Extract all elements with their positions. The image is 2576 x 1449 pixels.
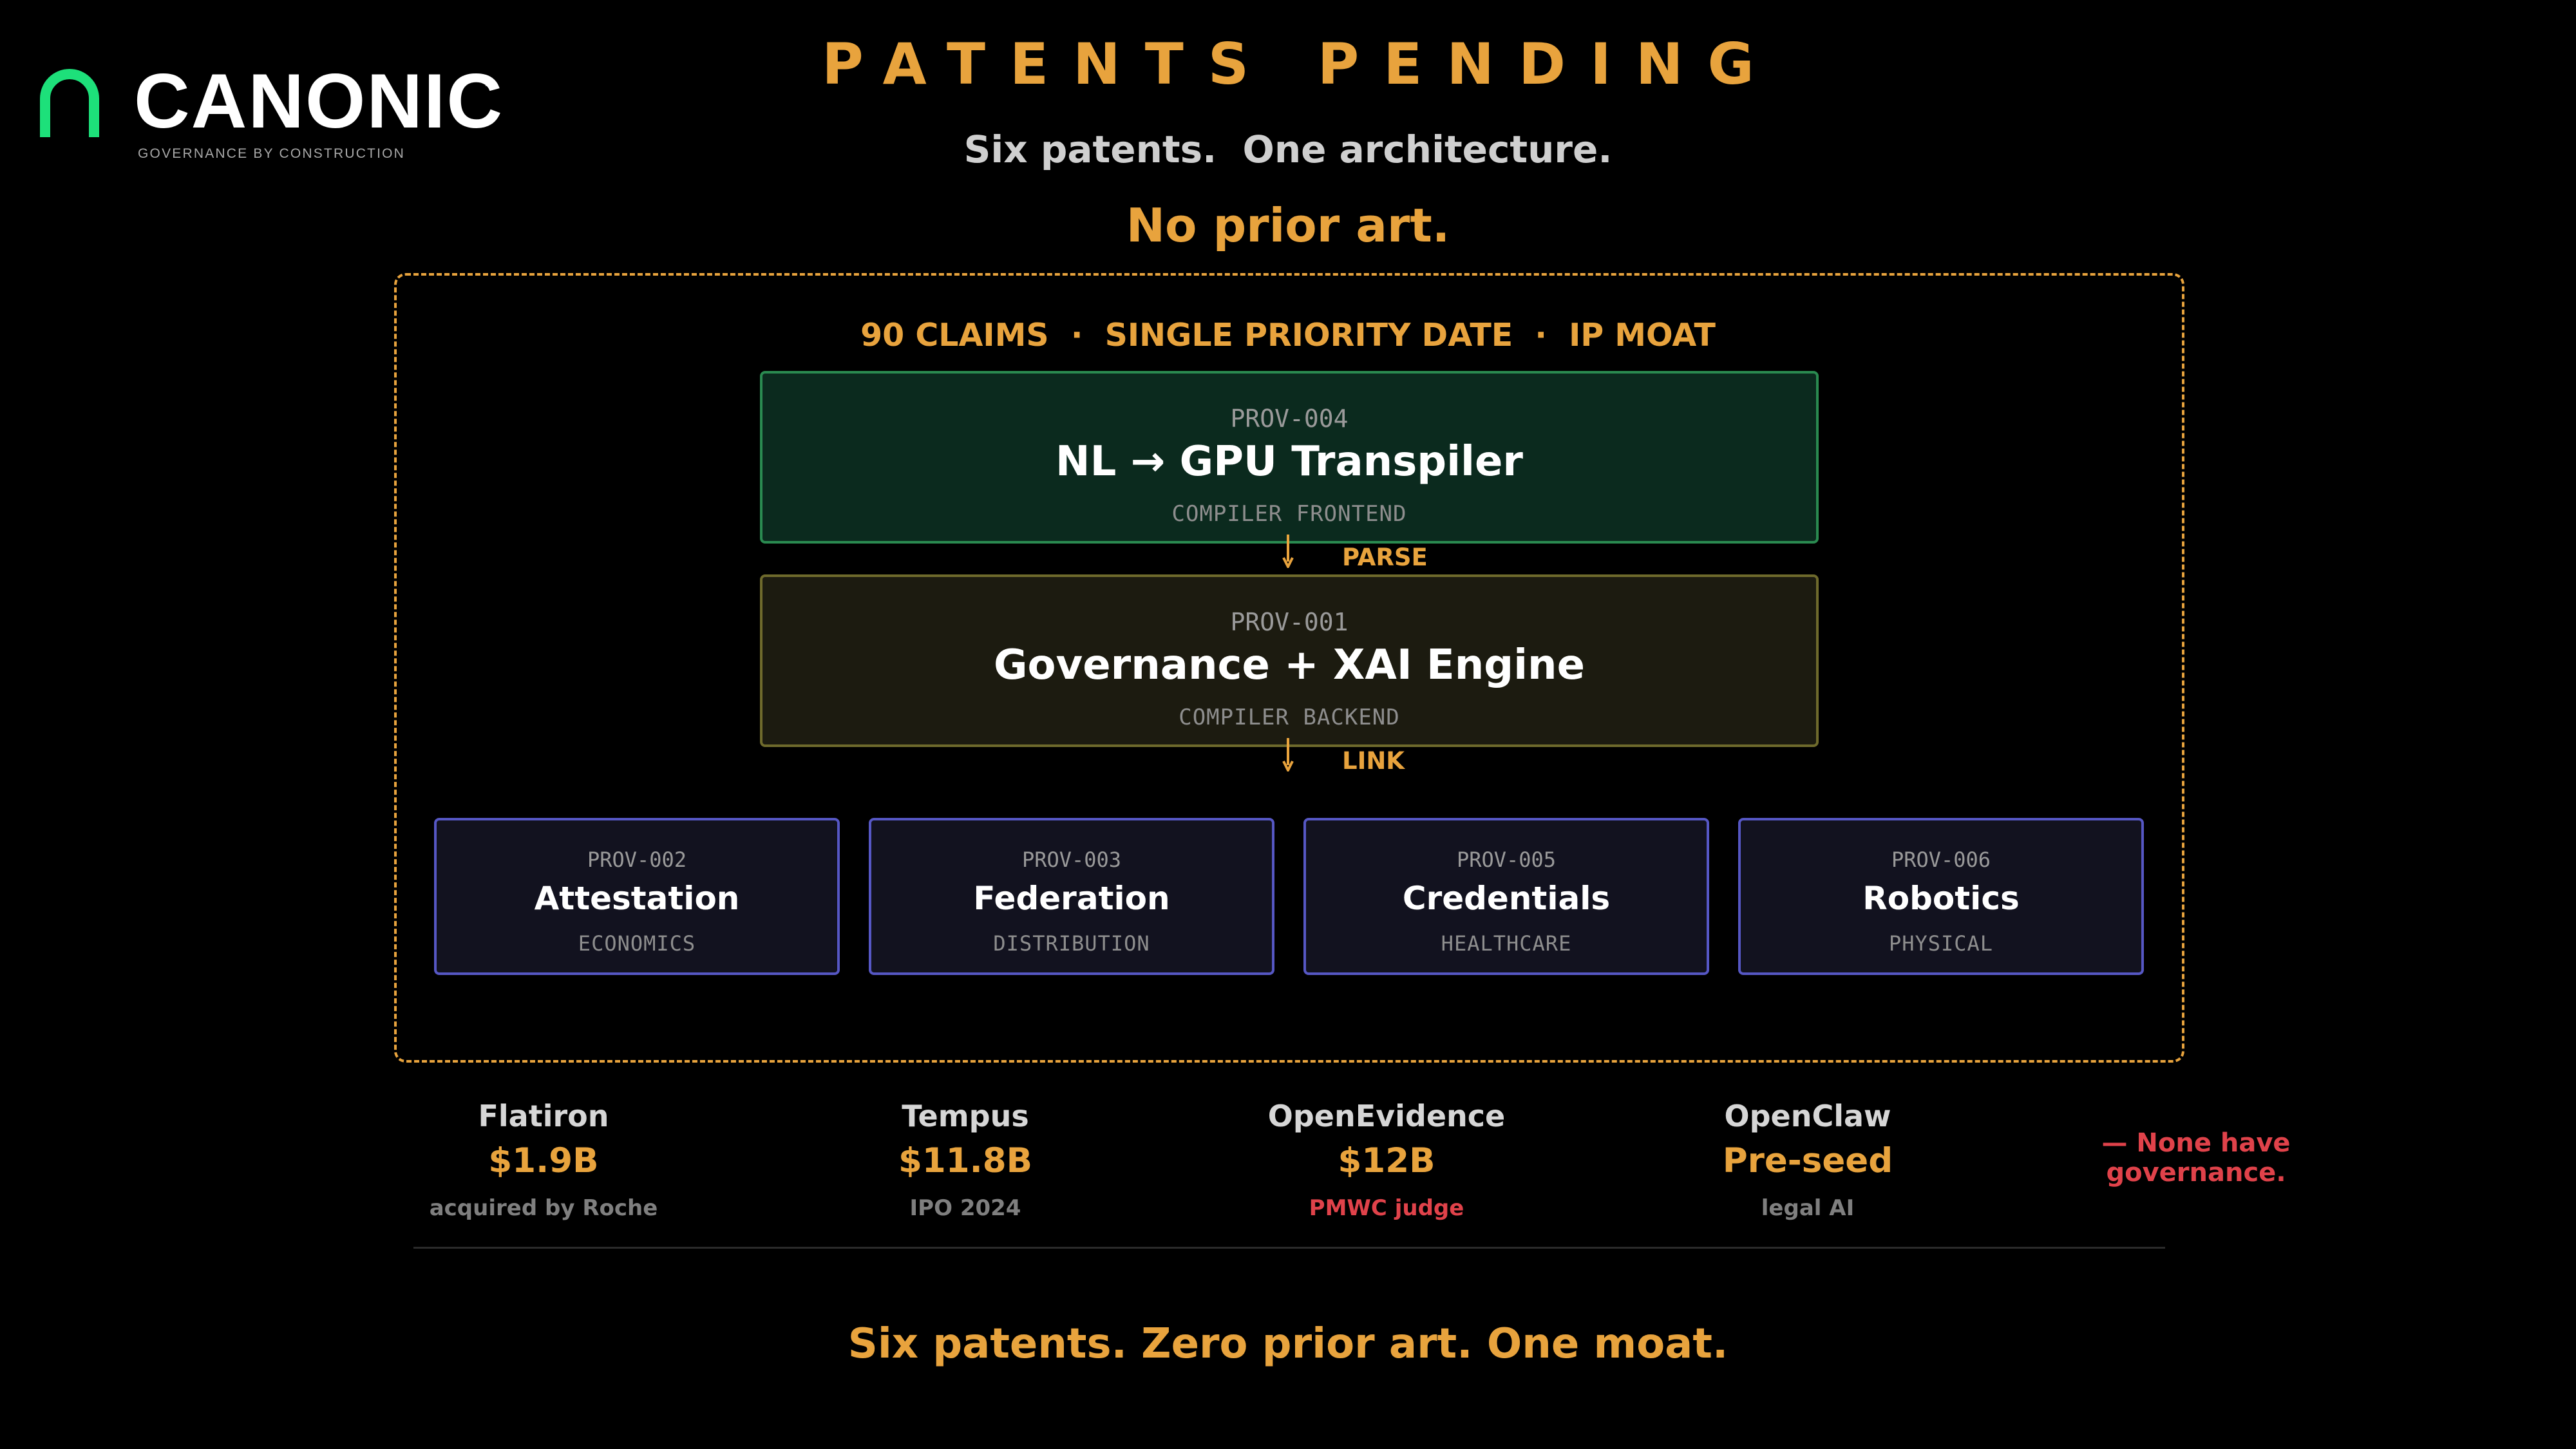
competitor-note: IPO 2024: [909, 1195, 1021, 1221]
patent-domain: HEALTHCARE: [1441, 931, 1572, 956]
competitor-flatiron: Flatiron $1.9B acquired by Roche: [383, 1099, 705, 1221]
competitor-openclaw: OpenClaw Pre-seed legal AI: [1647, 1099, 1969, 1221]
patent-code: PROV-003: [1021, 848, 1122, 872]
patent-name: Federation: [973, 880, 1170, 917]
brand-name: CANONIC: [134, 58, 504, 144]
competitor-note: PMWC judge: [1309, 1195, 1464, 1221]
claims-summary: 90 CLAIMS · SINGLE PRIORITY DATE · IP MO…: [860, 317, 1716, 354]
competitor-name: OpenEvidence: [1267, 1099, 1506, 1133]
patent-name: NL → GPU Transpiler: [1056, 438, 1523, 486]
patent-name: Attestation: [534, 880, 740, 917]
competitor-valuation: Pre-seed: [1722, 1141, 1893, 1180]
competitor-valuation: $12B: [1338, 1141, 1435, 1180]
patent-box-prov-001: PROV-001 Governance + XAI Engine COMPILE…: [760, 574, 1819, 747]
patent-code: PROV-001: [1230, 608, 1349, 636]
competitor-tempus: Tempus $11.8B IPO 2024: [804, 1099, 1126, 1221]
patent-layer: COMPILER FRONTEND: [1171, 501, 1407, 527]
patent-box-prov-004: PROV-004 NL → GPU Transpiler COMPILER FR…: [760, 371, 1819, 544]
patent-code: PROV-004: [1230, 404, 1349, 433]
patent-domain: ECONOMICS: [578, 931, 696, 956]
arrow-down-icon: [1282, 738, 1294, 772]
trademark-mark: ™: [483, 79, 495, 92]
patent-box-prov-006: PROV-006 Robotics PHYSICAL: [1738, 818, 2144, 975]
patent-code: PROV-005: [1456, 848, 1557, 872]
competitor-valuation: $1.9B: [488, 1141, 599, 1180]
page-subtitle: Six patents. One architecture.: [963, 128, 1613, 171]
competitor-openevidence: OpenEvidence $12B PMWC judge: [1226, 1099, 1548, 1221]
patent-box-prov-002: PROV-002 Attestation ECONOMICS: [434, 818, 840, 975]
competitor-note: acquired by Roche: [429, 1195, 658, 1221]
edge-label-parse: PARSE: [1342, 544, 1428, 571]
competitor-name: Tempus: [902, 1099, 1029, 1133]
headline-highlight: No prior art.: [1126, 198, 1450, 252]
brand-tagline: GOVERNANCE BY CONSTRUCTION: [138, 146, 406, 161]
patent-code: PROV-006: [1891, 848, 1991, 872]
patent-portfolio-frame: [394, 273, 2184, 1063]
patent-name: Credentials: [1402, 880, 1611, 917]
competitor-name: OpenClaw: [1724, 1099, 1891, 1133]
patent-domain: PHYSICAL: [1888, 931, 1994, 956]
arrow-down-icon: [1282, 535, 1294, 568]
patent-box-prov-005: PROV-005 Credentials HEALTHCARE: [1303, 818, 1709, 975]
patent-name: Governance + XAI Engine: [994, 641, 1585, 689]
patent-name: Robotics: [1862, 880, 2020, 917]
patent-layer: COMPILER BACKEND: [1179, 705, 1400, 730]
competitor-name: Flatiron: [478, 1099, 609, 1133]
divider: [413, 1247, 2165, 1249]
patent-box-prov-003: PROV-003 Federation DISTRIBUTION: [869, 818, 1274, 975]
competitor-verdict: — None have governance.: [2101, 1128, 2291, 1188]
competitor-valuation: $11.8B: [898, 1141, 1033, 1180]
arch-icon: [40, 69, 99, 137]
edge-label-link: LINK: [1342, 747, 1405, 775]
patent-domain: DISTRIBUTION: [993, 931, 1150, 956]
patent-code: PROV-002: [587, 848, 687, 872]
footer-tagline: Six patents. Zero prior art. One moat.: [848, 1320, 1728, 1368]
page-title: PATENTS PENDING: [822, 31, 1779, 97]
competitor-note: legal AI: [1761, 1195, 1855, 1221]
